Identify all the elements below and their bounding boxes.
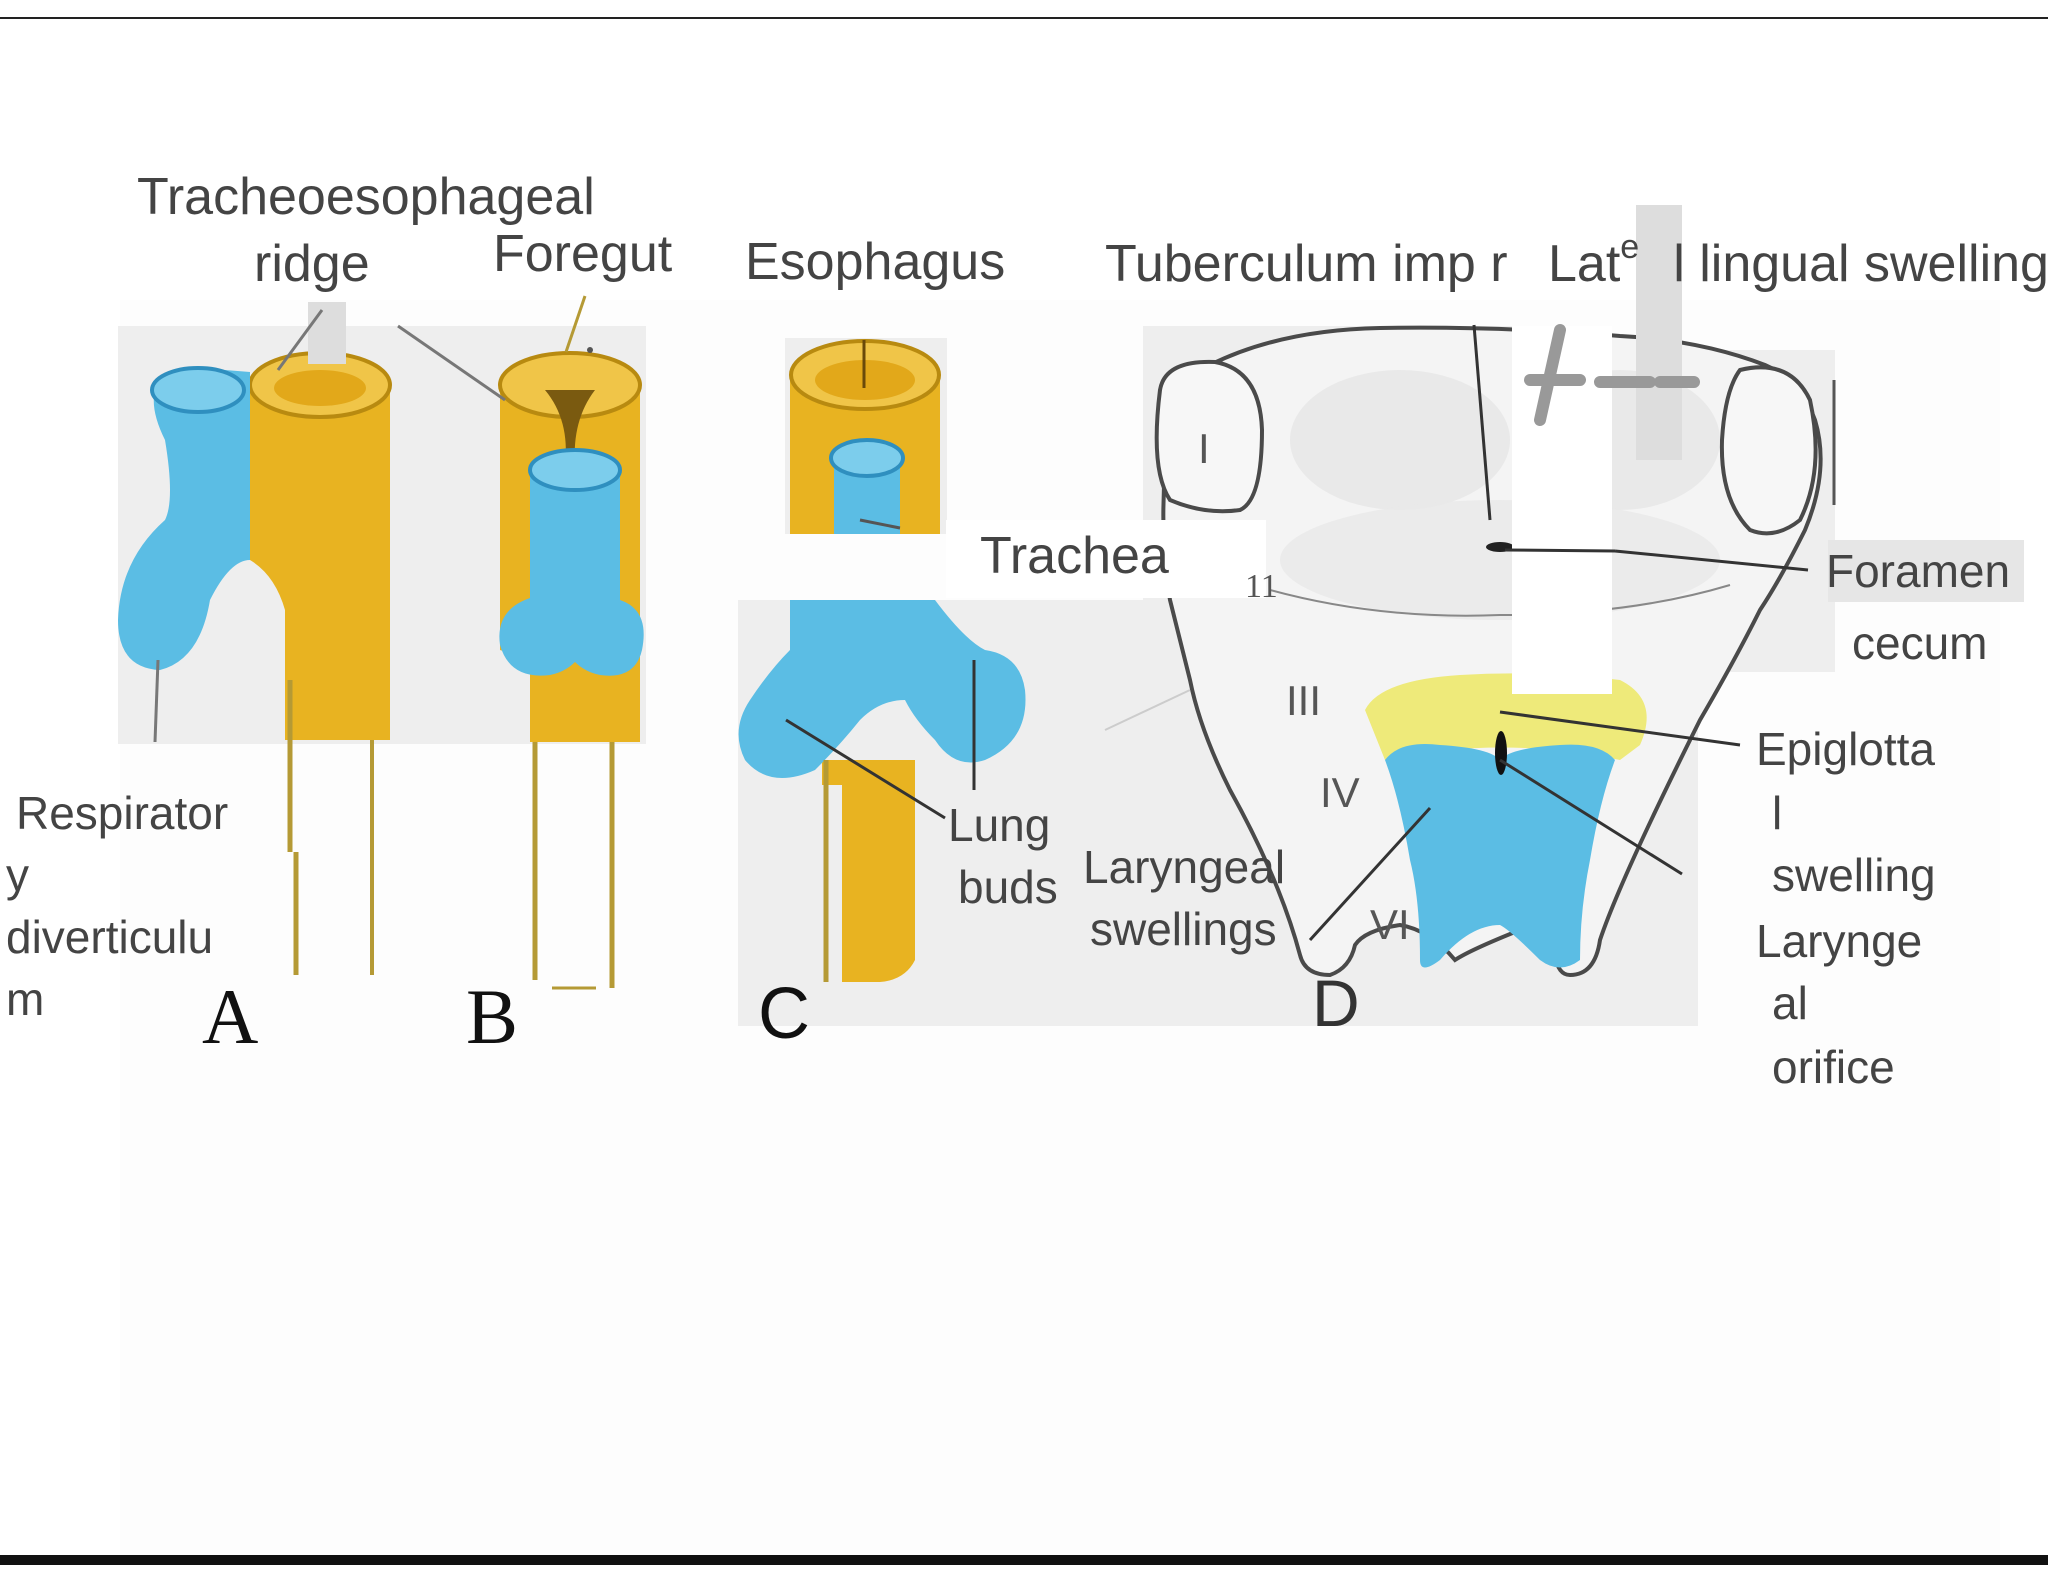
- panel-letter-a: A: [202, 973, 259, 1060]
- foramen-cecum-label-line1: Foramen: [1826, 545, 2011, 597]
- panel-d-arch-i-right: [1719, 365, 1818, 536]
- lateral-lingual-swelling-label: Late l lingual swelling: [1548, 230, 2048, 293]
- top-rule: [0, 17, 2048, 19]
- foramen-cecum-label-line2: cecum: [1852, 617, 1988, 669]
- panel-a-diverticulum-opening: [150, 366, 246, 414]
- panel-a-foregut-lumen: [274, 370, 366, 406]
- panel-a-drawing: [118, 302, 392, 975]
- lung-buds-label-line1: Lung: [948, 799, 1051, 851]
- laryngeal-swellings-label-line2: swellings: [1090, 903, 1277, 955]
- arch-vi-numeral: VI: [1370, 901, 1410, 948]
- respiratory-diverticulum-label-line3: diverticulu: [6, 911, 214, 963]
- laryngeal-orifice-label-line2: al: [1772, 977, 1808, 1029]
- panel-a-ridge-marker: [308, 302, 346, 364]
- laryngeal-orifice-label-line3: orifice: [1772, 1041, 1895, 1093]
- epiglottal-swelling-label-line1: Epiglotta: [1756, 723, 1936, 775]
- arch-i-numeral: I: [1198, 425, 1210, 472]
- arch-iv-numeral: IV: [1320, 769, 1360, 816]
- panel-a-respiratory-diverticulum: [118, 368, 250, 670]
- lateral-lingual-part-b: l lingual swelling: [1673, 235, 2048, 293]
- epiglottal-swelling-label-line2: l: [1772, 787, 1783, 839]
- foregut-label: Foregut: [493, 225, 673, 283]
- tracheoesophageal-ridge-label-line2: ridge: [254, 235, 370, 293]
- panel-d-drawing: [1104, 205, 1836, 978]
- panel-d-laryngeal-orifice: [1495, 731, 1507, 775]
- page-number: 11: [1245, 568, 1278, 605]
- epiglottal-swelling-label-line3: swelling: [1772, 849, 1936, 901]
- panel-c-drawing: [738, 339, 1026, 982]
- bottom-rule: [0, 1555, 2048, 1565]
- tracheoesophageal-ridge-label-line1: Tracheoesophageal: [137, 168, 595, 226]
- lateral-lingual-part-a: Lat: [1548, 235, 1621, 293]
- trachea-label: Trachea: [980, 527, 1169, 585]
- panel-a-foregut-tube: [250, 385, 390, 740]
- tuberculum-impar-label: Tuberculum imp r: [1105, 235, 1508, 293]
- panel-d-mask: [1512, 326, 1612, 694]
- foramen-label-box: [1828, 540, 2024, 602]
- lateral-lingual-superscript: e: [1620, 228, 1640, 266]
- respiratory-diverticulum-label-line1: Respirator: [16, 787, 229, 839]
- lung-buds-label-line2: buds: [958, 861, 1058, 913]
- panel-letter-b: B: [466, 973, 519, 1060]
- esophagus-label: Esophagus: [745, 233, 1006, 291]
- panel-d-arch-i-left: [1154, 359, 1265, 514]
- arch-iii-numeral: III: [1286, 677, 1322, 724]
- laryngeal-swellings-label-line1: Laryngeal: [1083, 841, 1286, 893]
- panel-d-epiglottal-swelling: [1365, 673, 1647, 760]
- respiratory-diverticulum-label-line4: m: [6, 973, 45, 1025]
- panel-d-laryngeal-swellings: [1385, 744, 1615, 968]
- panel-d-overlay-bar: [1636, 205, 1682, 460]
- panel-b-drawing: [397, 295, 644, 990]
- panel-b-lung-bud: [499, 470, 644, 676]
- panel-letter-c: C: [758, 974, 810, 1054]
- panel-b-trachea-opening: [528, 448, 622, 492]
- panel-c-esophagus-lower: [822, 760, 915, 982]
- respiratory-diverticulum-label-line2: y: [6, 849, 29, 901]
- laryngeal-orifice-label-line1: Larynge: [1756, 915, 1923, 967]
- panel-letter-d: D: [1312, 966, 1360, 1040]
